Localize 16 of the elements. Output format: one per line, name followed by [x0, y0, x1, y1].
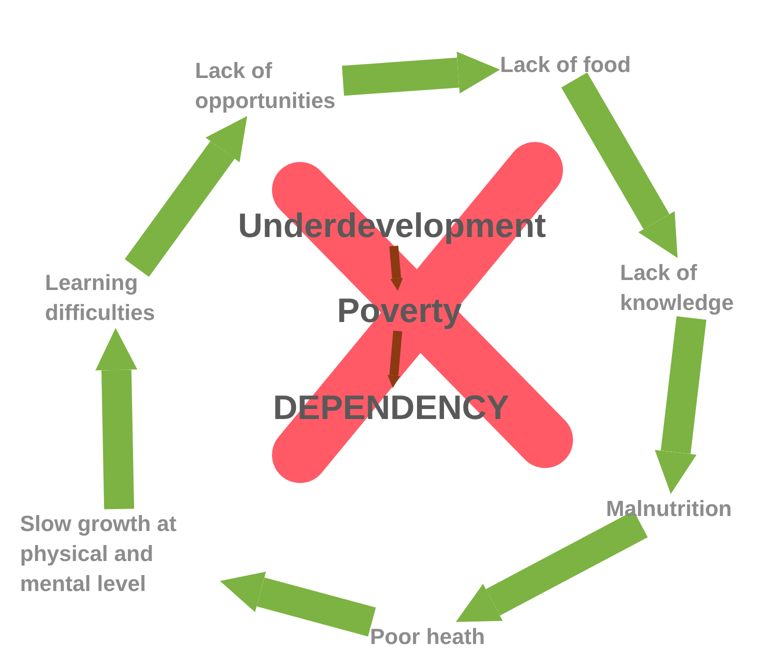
- arrow: [456, 510, 648, 622]
- arrow: [389, 246, 403, 291]
- arrow: [388, 330, 402, 388]
- arrow: [342, 52, 500, 96]
- arrow: [654, 316, 706, 494]
- cycle-label: Lack of food: [500, 50, 631, 80]
- arrow: [124, 116, 248, 277]
- cycle-label: Lack of opportunities: [195, 56, 343, 116]
- cycle-label: Poor heath: [370, 622, 485, 652]
- arrow: [95, 328, 138, 510]
- arrow: [220, 572, 376, 636]
- cycle-label: Lack of knowledge: [620, 258, 770, 318]
- cycle-label: Malnutrition: [606, 494, 732, 524]
- cycle-label: Slow growth at physical and mental level: [20, 509, 220, 599]
- arrow: [561, 72, 678, 258]
- cycle-label: Learning difficulties: [45, 268, 185, 328]
